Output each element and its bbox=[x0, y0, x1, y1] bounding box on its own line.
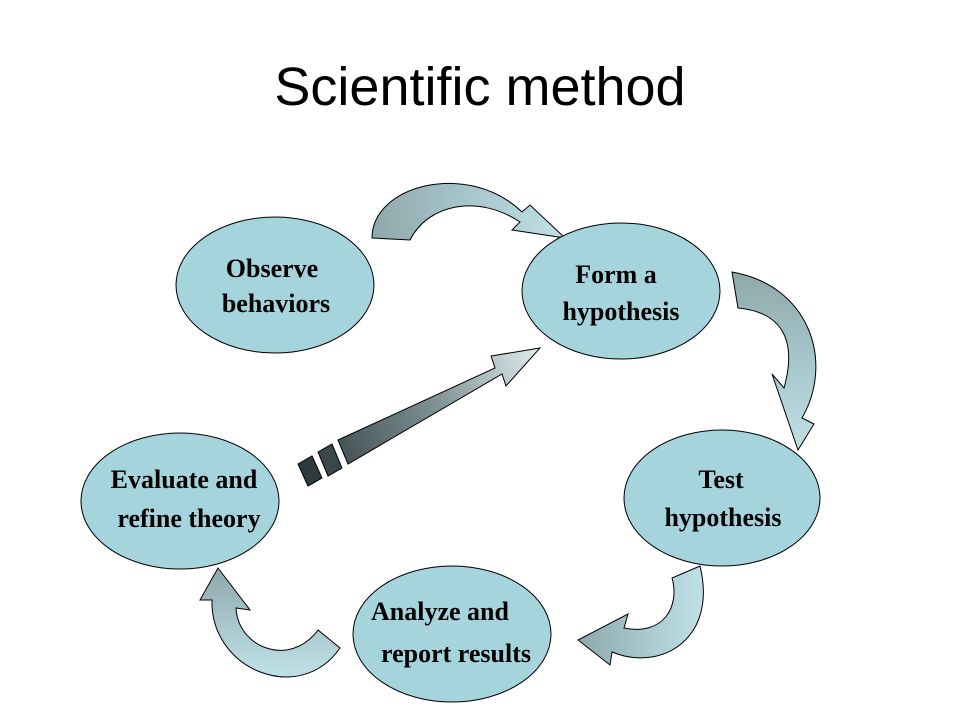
node-analyze-line2: report results bbox=[381, 639, 531, 668]
node-hypothesis-line1: Form a bbox=[575, 260, 657, 289]
node-observe-line1: Observe bbox=[226, 254, 318, 283]
page-title: Scientific method bbox=[274, 57, 686, 117]
cycle-arrow-observe-to-hypothesis bbox=[371, 182, 567, 241]
node-test-line1: Test bbox=[698, 465, 744, 494]
node-evaluate-line2: refine theory bbox=[117, 504, 260, 533]
node-analyze-line1: Analyze and bbox=[371, 597, 510, 626]
node-analyze: Analyze and report results bbox=[352, 565, 552, 703]
node-test: Test hypothesis bbox=[623, 429, 821, 567]
node-hypothesis-line2: hypothesis bbox=[562, 297, 679, 326]
cycle-arrow-analyze-to-evaluate bbox=[199, 567, 341, 678]
node-hypothesis: Form a hypothesis bbox=[521, 222, 721, 360]
node-observe-line2: behaviors bbox=[222, 289, 330, 318]
node-observe: Observe behaviors bbox=[175, 216, 375, 354]
cycle-arrow-hypothesis-to-test bbox=[731, 271, 817, 452]
node-test-line2: hypothesis bbox=[664, 503, 781, 532]
node-evaluate-line1: Evaluate and bbox=[111, 465, 258, 494]
cycle-arrow-test-to-analyze bbox=[577, 565, 704, 666]
feedback-arrow bbox=[297, 347, 542, 487]
node-evaluate: Evaluate and refine theory bbox=[80, 432, 280, 570]
